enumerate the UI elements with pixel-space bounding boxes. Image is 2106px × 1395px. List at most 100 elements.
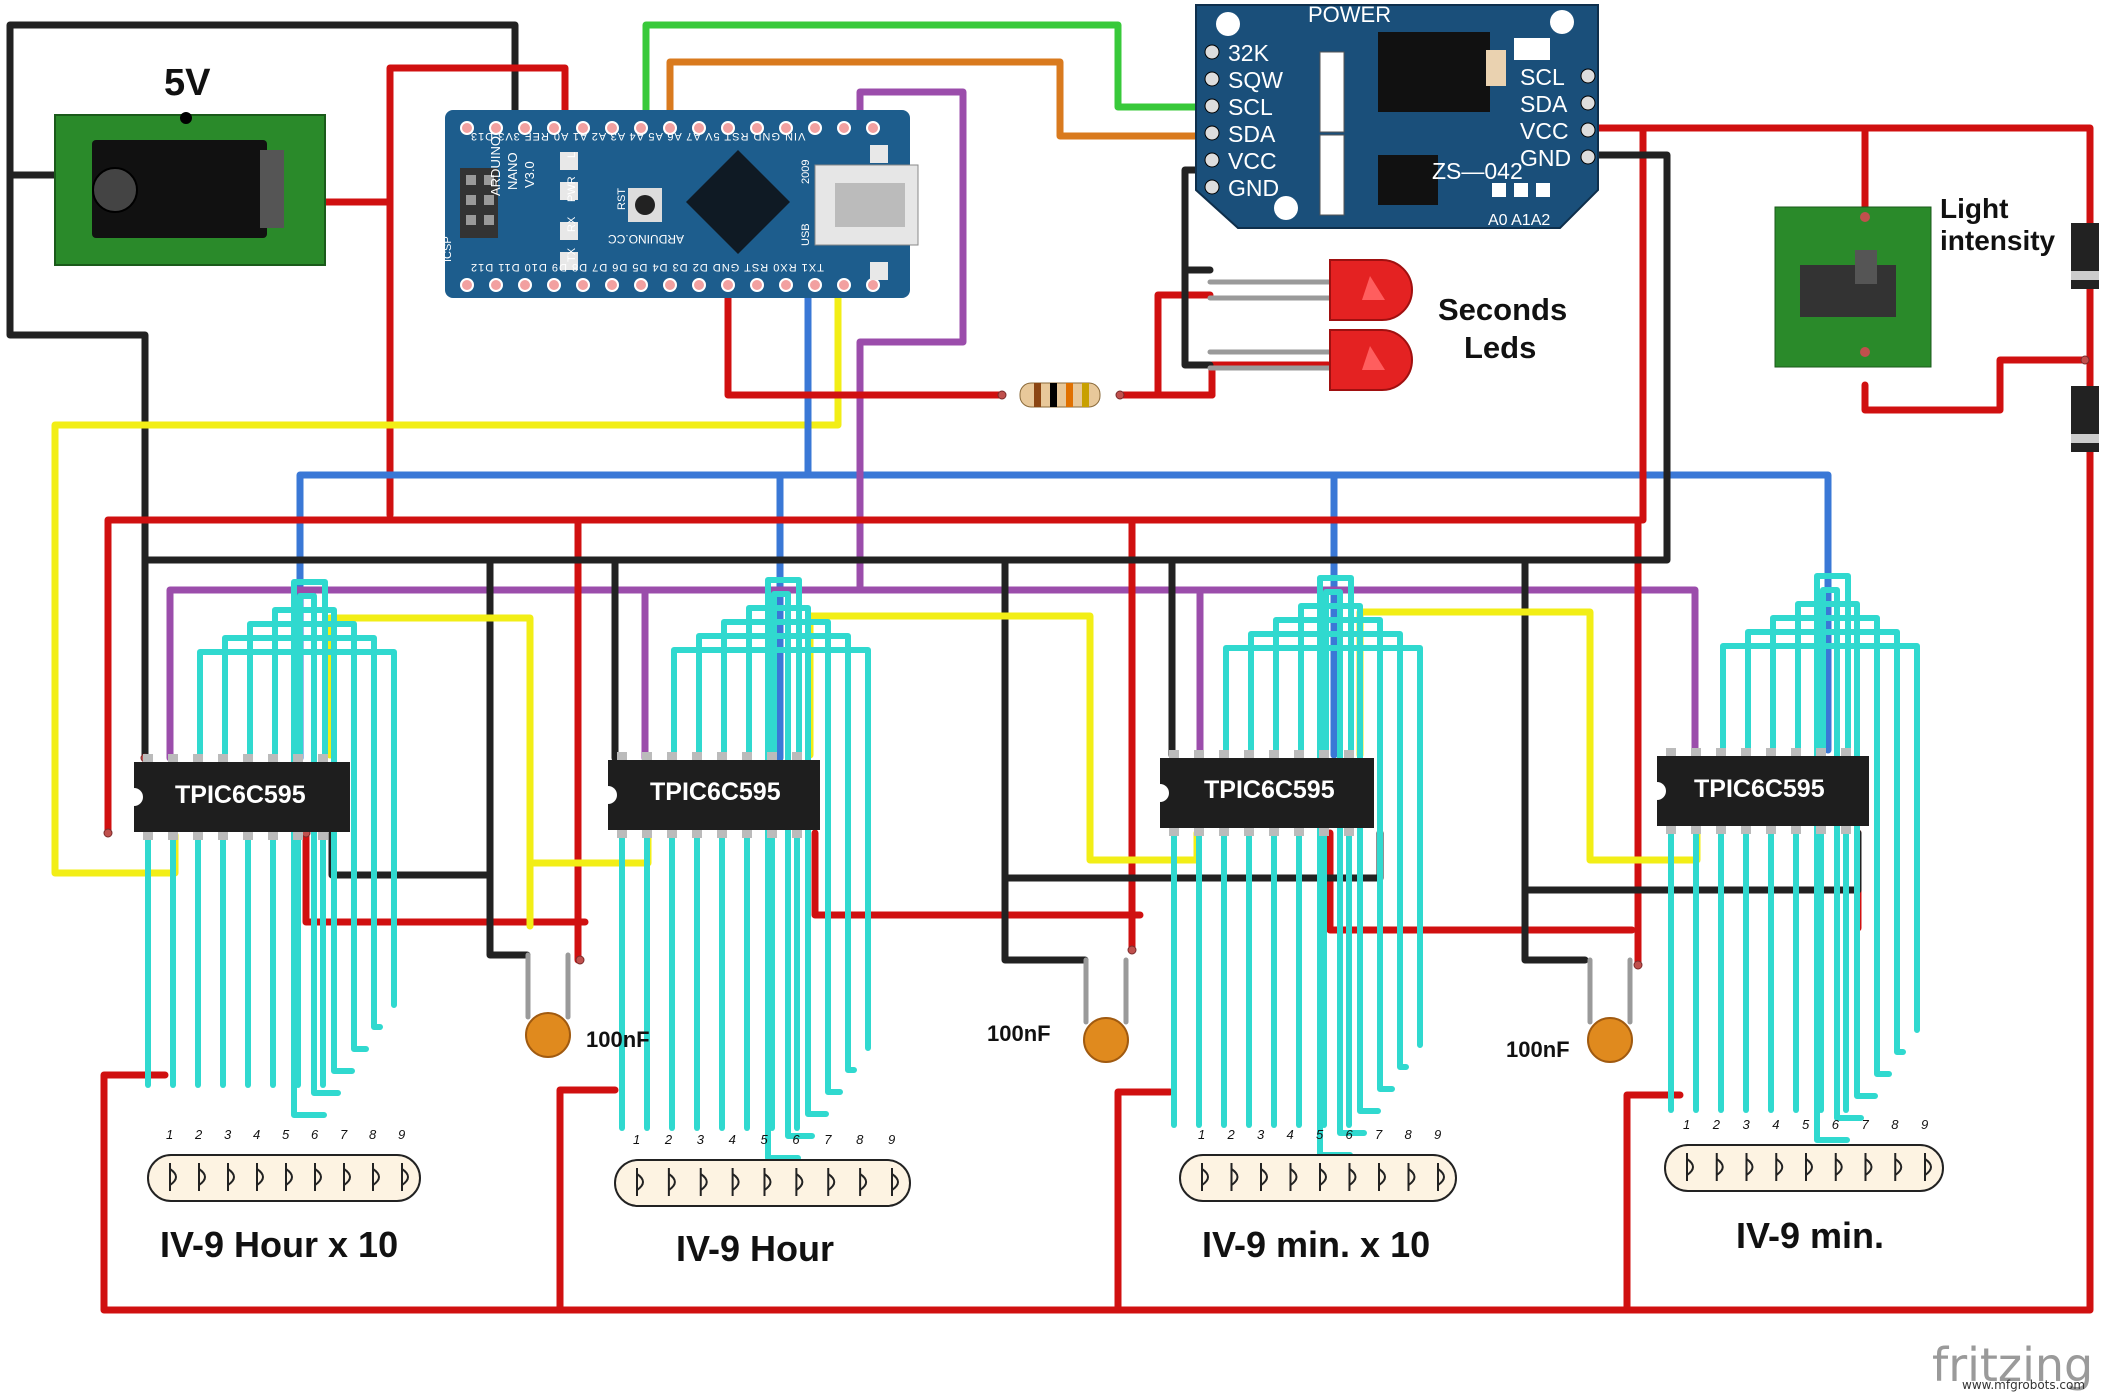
wire-node [1115, 390, 1125, 400]
nano-bottom-pin [634, 278, 648, 292]
tube-socket-body [1179, 1154, 1457, 1202]
diode-1 [2071, 223, 2099, 289]
tube-pin-number: 9 [398, 1127, 406, 1142]
purple-wire-chip4 [856, 586, 1699, 759]
shift-register-pin [1766, 748, 1776, 756]
segment-wire-top [272, 607, 355, 1074]
shift-register-pin [1169, 750, 1179, 758]
ground-rail [141, 151, 1671, 564]
tube-pin-number: 5 [1802, 1117, 1810, 1132]
rtc-resistor-array [1319, 51, 1345, 133]
shift-register-pin [268, 754, 278, 762]
nano-top-pin [808, 121, 822, 135]
power-jack-body [92, 140, 267, 238]
shift-register-notch [1648, 782, 1666, 800]
nano-smd-part [560, 252, 578, 270]
shift-register-pin [717, 752, 727, 760]
tube-socket-pin [1201, 1163, 1209, 1191]
shift-register-pin [1294, 750, 1304, 758]
tube-socket-body [147, 1154, 421, 1202]
wire-node [575, 955, 585, 965]
power-label: 5V [164, 62, 211, 104]
tube-socket-pin [859, 1168, 868, 1196]
rtc-left-pin [1204, 98, 1220, 114]
shift-register-pin [1766, 826, 1776, 834]
segment-wire-top [721, 619, 843, 1095]
shift-register-pin [1244, 750, 1254, 758]
tube-socket-pin [1894, 1153, 1903, 1181]
rtc-left-pin [1204, 179, 1220, 195]
shift-register-pin [1741, 826, 1751, 834]
rtc-pin-gnd-right: GND [1520, 145, 1572, 171]
led-highlight [1362, 276, 1385, 300]
rtc-smd [1514, 38, 1550, 60]
shift-register-pin [293, 832, 303, 840]
purple-wire-chip1 [166, 88, 967, 762]
nano-bottom-pin [721, 278, 735, 292]
chip-4-label: TPIC6C595 [1694, 775, 1825, 803]
nano-rx-label: RX [566, 216, 578, 232]
shift-register-pin [168, 832, 178, 840]
segment-wire-top [1248, 631, 1409, 1070]
shift-register-pin [218, 832, 228, 840]
shift-register-pin [1344, 750, 1354, 758]
vcc-wire-nano [308, 64, 569, 206]
shift-register-pin [642, 830, 652, 838]
tube-pin-number: 5 [760, 1132, 768, 1147]
segment-wire-top [1323, 589, 1367, 1136]
nano-top-pin [779, 121, 793, 135]
segment-wire-top [1273, 617, 1395, 1092]
shift-register-1 [125, 754, 350, 840]
nano-bottom-pin [576, 278, 590, 292]
shift-register-pin [1716, 826, 1726, 834]
shift-register-pin [617, 830, 627, 838]
shift-register-pin [1219, 750, 1229, 758]
nano-smd-part [560, 152, 578, 170]
gnd-cap2 [1001, 556, 1089, 964]
nano-bottom-pin [750, 278, 764, 292]
shift-register-pin [1791, 826, 1801, 834]
segment-wire-top [1814, 573, 1851, 1143]
vcc-tube4 [1623, 1091, 1684, 1314]
shift-register-pin [218, 754, 228, 762]
nano-smd-part [560, 222, 578, 240]
nano-bottom-pin [663, 278, 677, 292]
nano-top-pin [518, 121, 532, 135]
shift-register-notch [125, 788, 143, 806]
shift-register-pin [792, 752, 802, 760]
wire-node [103, 828, 113, 838]
tube-socket-pin [1834, 1153, 1843, 1181]
rtc-pin-gnd: GND [1228, 175, 1280, 201]
tube-socket-pin [731, 1168, 740, 1196]
rtc-module [1195, 4, 1599, 229]
power-jack-sleeve [260, 150, 284, 228]
icsp-pin [484, 195, 494, 205]
shift-register-pin [193, 754, 203, 762]
switch-pin [1860, 212, 1870, 222]
resistor-band [1050, 383, 1057, 407]
tube-pin-number: 9 [1434, 1127, 1442, 1142]
shift-register-pin [667, 752, 677, 760]
tube-pin-number: 6 [1345, 1127, 1353, 1142]
tube-socket-pin [1805, 1153, 1813, 1181]
tube-socket-pin [227, 1163, 235, 1191]
rtc-address-pad [1492, 183, 1506, 197]
nano-smd-part [870, 262, 888, 280]
vcc-tube3 [1114, 1088, 1174, 1314]
rtc-address-pad [1514, 183, 1528, 197]
tube-socket-pin [372, 1163, 380, 1191]
shift-register-pin [243, 754, 253, 762]
seconds-led-2 [1207, 329, 1413, 391]
tube-pin-number: 7 [340, 1127, 348, 1142]
resistor [1019, 382, 1101, 408]
nano-top-pin [750, 121, 764, 135]
tube-socket-pin [667, 1168, 676, 1196]
nano-top-pin [489, 121, 503, 135]
shift-register-pin [692, 752, 702, 760]
rtc-pin-sqw: SQW [1228, 67, 1283, 93]
resistor-band [1082, 383, 1089, 407]
shift-register-pin [1841, 826, 1851, 834]
segment-wire-top [771, 591, 815, 1139]
shift-register-pin [1791, 748, 1801, 756]
